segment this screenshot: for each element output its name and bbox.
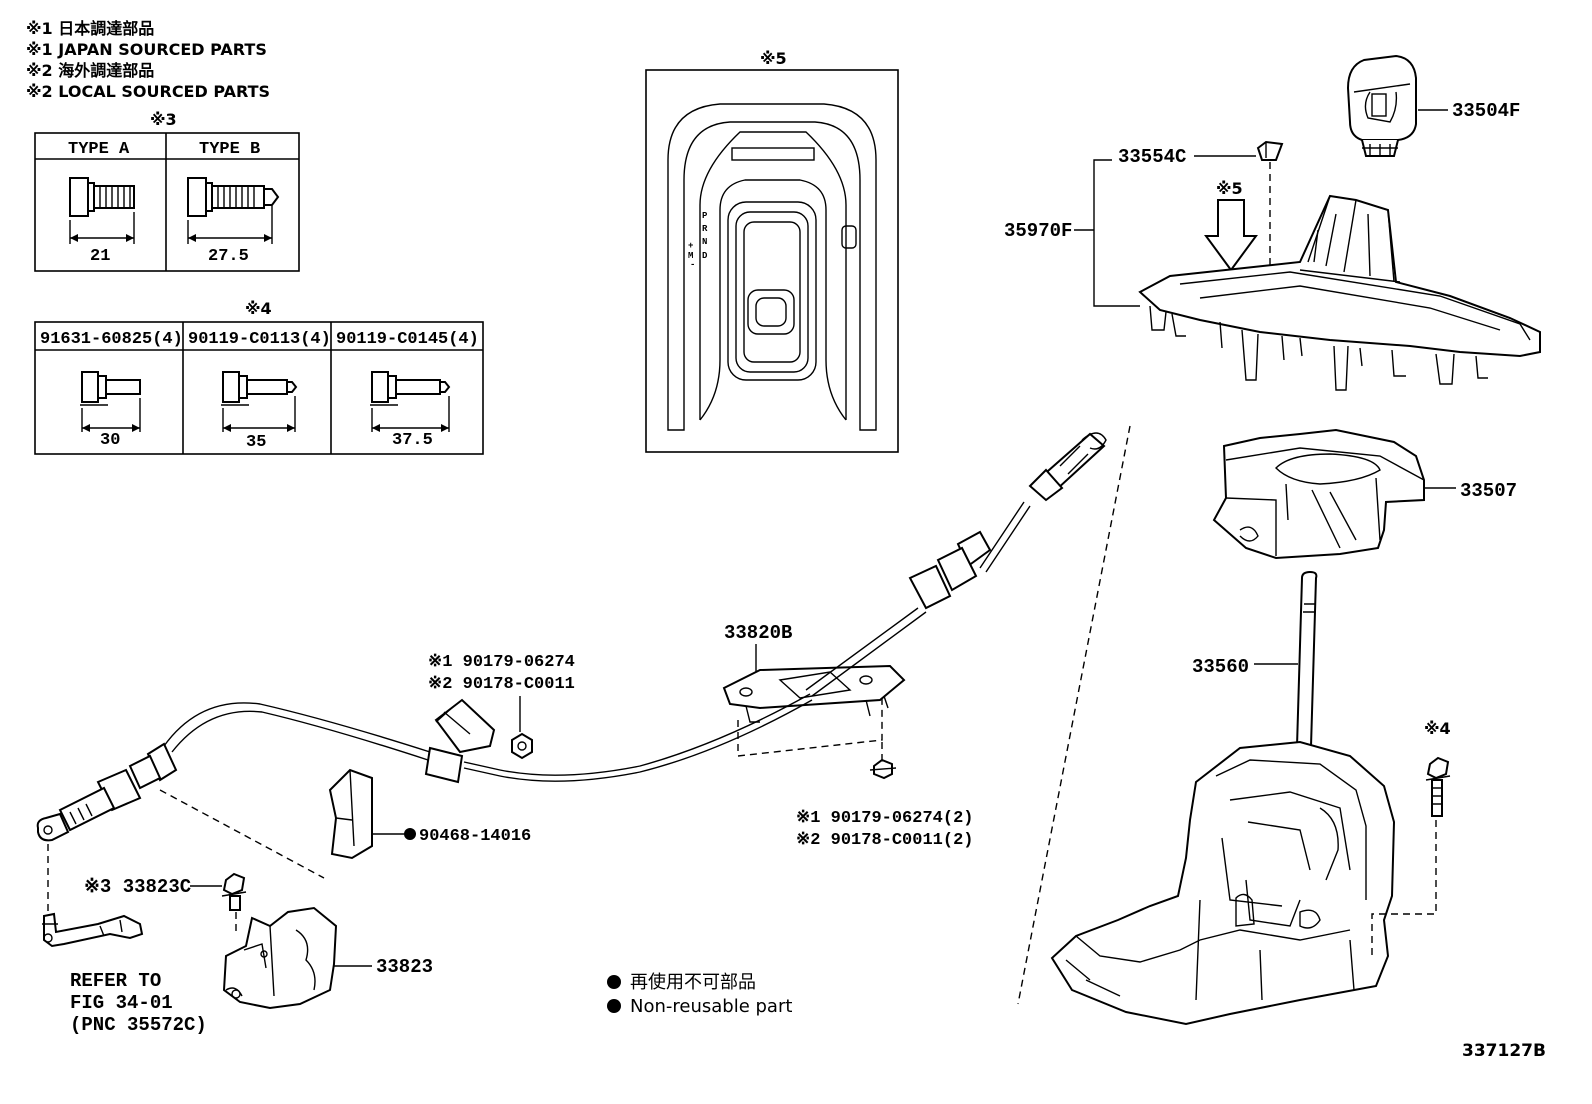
bolt-2-length: 35 bbox=[246, 433, 266, 452]
nut-bottom-icon bbox=[869, 758, 897, 780]
shift-panel-view: ※5 P R N D + M - bbox=[645, 49, 899, 453]
table3-marker: ※3 bbox=[150, 110, 177, 129]
legend-dot-en bbox=[607, 999, 621, 1013]
gear-indicator: P R N D + M - bbox=[688, 211, 708, 270]
sourcing-notes: ※1 日本調達部品 ※1 JAPAN SOURCED PARTS ※2 海外調達… bbox=[26, 19, 270, 101]
gear-minus: - bbox=[690, 260, 695, 270]
label-clip-nr: 90468-14016 bbox=[419, 827, 531, 846]
refer-line-3: (PNC 35572C) bbox=[70, 1014, 207, 1036]
nut-top-icon bbox=[511, 732, 533, 760]
type-a-length: 21 bbox=[90, 247, 110, 266]
type-a-bolt-icon bbox=[69, 177, 135, 244]
bolt-1-icon bbox=[80, 371, 141, 432]
label-nut-bot-1: ※1 90179-06274(2) bbox=[796, 809, 973, 828]
view-arrow-icon bbox=[1204, 199, 1258, 272]
shift-lever-assembly-icon bbox=[1050, 570, 1396, 1026]
bolt-part-3: 90119-C0145(4) bbox=[336, 330, 479, 349]
bolt-1-length: 30 bbox=[100, 431, 120, 450]
legend-jp: 再使用不可部品 bbox=[630, 972, 756, 993]
shift-bezel-icon bbox=[1138, 194, 1541, 391]
type-b-title: TYPE B bbox=[199, 140, 260, 159]
gear-r: R bbox=[702, 224, 708, 234]
gear-d: D bbox=[702, 251, 708, 261]
refer-line-2: FIG 34-01 bbox=[70, 992, 173, 1014]
figure-id: 337127B bbox=[1462, 1041, 1546, 1061]
type-a-title: TYPE A bbox=[68, 140, 130, 159]
gear-plus: + bbox=[688, 241, 693, 251]
view5-frame bbox=[645, 69, 899, 453]
label-lever: 33560 bbox=[1192, 656, 1249, 678]
lower-bracket-icon bbox=[222, 906, 338, 1010]
label-housing: 33507 bbox=[1460, 480, 1517, 502]
note-1-en: ※1 JAPAN SOURCED PARTS bbox=[26, 40, 267, 59]
label-bolt3: ※3 33823C bbox=[84, 876, 191, 898]
view5-marker: ※5 bbox=[760, 49, 787, 68]
label-bezel: 35970F bbox=[1004, 220, 1072, 242]
type-b-length: 27.5 bbox=[208, 247, 249, 266]
label-bracket2: 33823 bbox=[376, 956, 433, 978]
table4-marker: ※4 bbox=[245, 299, 272, 318]
gear-p: P bbox=[702, 211, 708, 221]
gear-n: N bbox=[702, 237, 707, 247]
label-nut-bot-2: ※2 90178-C0011(2) bbox=[796, 831, 973, 850]
gear-m: M bbox=[688, 251, 693, 261]
note-1-jp: ※1 日本調達部品 bbox=[26, 19, 154, 38]
bolt3-icon bbox=[221, 872, 247, 911]
label-bracket: 33820B bbox=[724, 622, 792, 644]
label-knob: 33504F bbox=[1452, 100, 1520, 122]
refer-line-1: REFER TO bbox=[70, 970, 161, 992]
cable-bracket-icon bbox=[722, 664, 906, 723]
bolt-2-icon bbox=[221, 371, 298, 432]
cable-clip-icon bbox=[328, 768, 373, 860]
label-nut-top-2: ※2 90178-C0011 bbox=[428, 675, 575, 694]
legend: 再使用不可部品 Non-reusable part bbox=[607, 972, 792, 1017]
bolt-part-table: ※4 91631-60825(4) 90119-C0113(4) 90119-C… bbox=[34, 299, 484, 455]
table3-frame bbox=[34, 132, 300, 272]
legend-dot-jp bbox=[607, 975, 621, 989]
label-bolt4-marker: ※4 bbox=[1424, 719, 1451, 738]
table4-frame bbox=[34, 321, 484, 455]
bolt-type-table: ※3 TYPE A TYPE B 21 27.5 bbox=[34, 110, 300, 272]
label-nut-top-1: ※1 90179-06274 bbox=[428, 653, 575, 672]
bolt-part-1: 91631-60825(4) bbox=[40, 330, 183, 349]
bolt4-icon bbox=[1425, 756, 1451, 817]
label-bezel-marker: ※5 bbox=[1216, 179, 1243, 198]
note-2-jp: ※2 海外調達部品 bbox=[26, 61, 154, 80]
type-b-bolt-icon bbox=[187, 177, 280, 244]
shift-knob-icon bbox=[1346, 54, 1448, 157]
bolt-3-length: 37.5 bbox=[392, 431, 433, 450]
housing-icon bbox=[1212, 428, 1456, 560]
bolt-3-icon bbox=[370, 371, 451, 432]
transmission-lever-icon bbox=[42, 912, 144, 948]
shift-cable-icon bbox=[36, 432, 1107, 842]
note-2-en: ※2 LOCAL SOURCED PARTS bbox=[26, 82, 270, 101]
label-clip: 33554C bbox=[1118, 146, 1186, 168]
legend-en: Non-reusable part bbox=[630, 996, 792, 1017]
bolt-part-2: 90119-C0113(4) bbox=[188, 330, 331, 349]
non-reusable-dot bbox=[404, 828, 416, 840]
clip-icon bbox=[1256, 140, 1284, 161]
